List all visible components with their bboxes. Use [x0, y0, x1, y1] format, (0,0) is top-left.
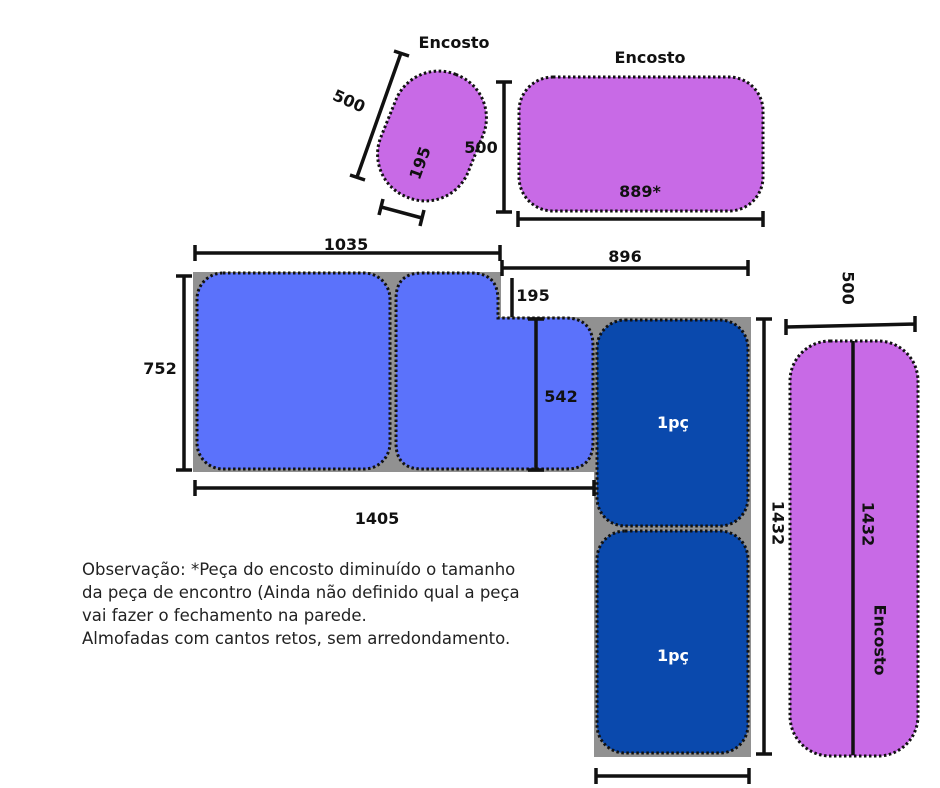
dim-line-1405: [193, 480, 596, 496]
label-542: 542: [544, 387, 577, 406]
seat-cushion-corner: [394, 271, 595, 471]
label-piece-upper: 1pç: [657, 413, 689, 432]
note-line: vai fazer o fechamento na parede.: [82, 606, 367, 625]
dim-line-1432-outer: [756, 317, 772, 756]
dim-line-752: [176, 274, 192, 472]
label-896: 896: [608, 247, 641, 266]
label-500-right: 500: [839, 271, 858, 304]
backrest-top: [517, 75, 765, 213]
dim-line-542: [528, 317, 544, 472]
dim-line-chaise-width: [594, 768, 751, 784]
label-1405: 1405: [355, 509, 400, 528]
backrest-small: [376, 69, 488, 203]
dim-line-896: [500, 260, 750, 276]
label-encosto-top: Encosto: [615, 48, 686, 67]
label-752: 752: [143, 359, 176, 378]
label-195-step: 195: [516, 286, 549, 305]
label-encosto-right: Encosto: [871, 605, 890, 676]
label-1035: 1035: [324, 235, 369, 254]
label-1432-outer: 1432: [769, 501, 788, 546]
label-500-top: 500: [464, 138, 497, 157]
label-encosto-small: Encosto: [419, 33, 490, 52]
dimension-lines: [176, 49, 917, 784]
chaise-cushion-lower: [595, 529, 750, 755]
dim-line-500-right: [784, 316, 917, 335]
note-line: da peça de encontro (Ainda não definido …: [82, 583, 520, 602]
observation-note: Observação: *Peça do encosto diminuído o…: [82, 558, 582, 650]
note-line: Observação: *Peça do encosto diminuído o…: [82, 560, 516, 579]
dim-line-500-small: [349, 49, 410, 182]
dim-line-500-top: [496, 80, 512, 214]
dim-line-195-small: [377, 198, 426, 227]
dim-line-1035: [193, 245, 502, 261]
seat-cushion-left: [195, 271, 392, 471]
chaise-cushion-upper: [595, 318, 750, 528]
label-889: 889*: [619, 182, 661, 201]
note-line: Almofadas com cantos retos, sem arredond…: [82, 629, 511, 648]
dim-line-889: [516, 211, 765, 227]
label-1432-inner: 1432: [859, 502, 878, 547]
label-500-small: 500: [330, 86, 368, 117]
label-piece-lower: 1pç: [657, 646, 689, 665]
